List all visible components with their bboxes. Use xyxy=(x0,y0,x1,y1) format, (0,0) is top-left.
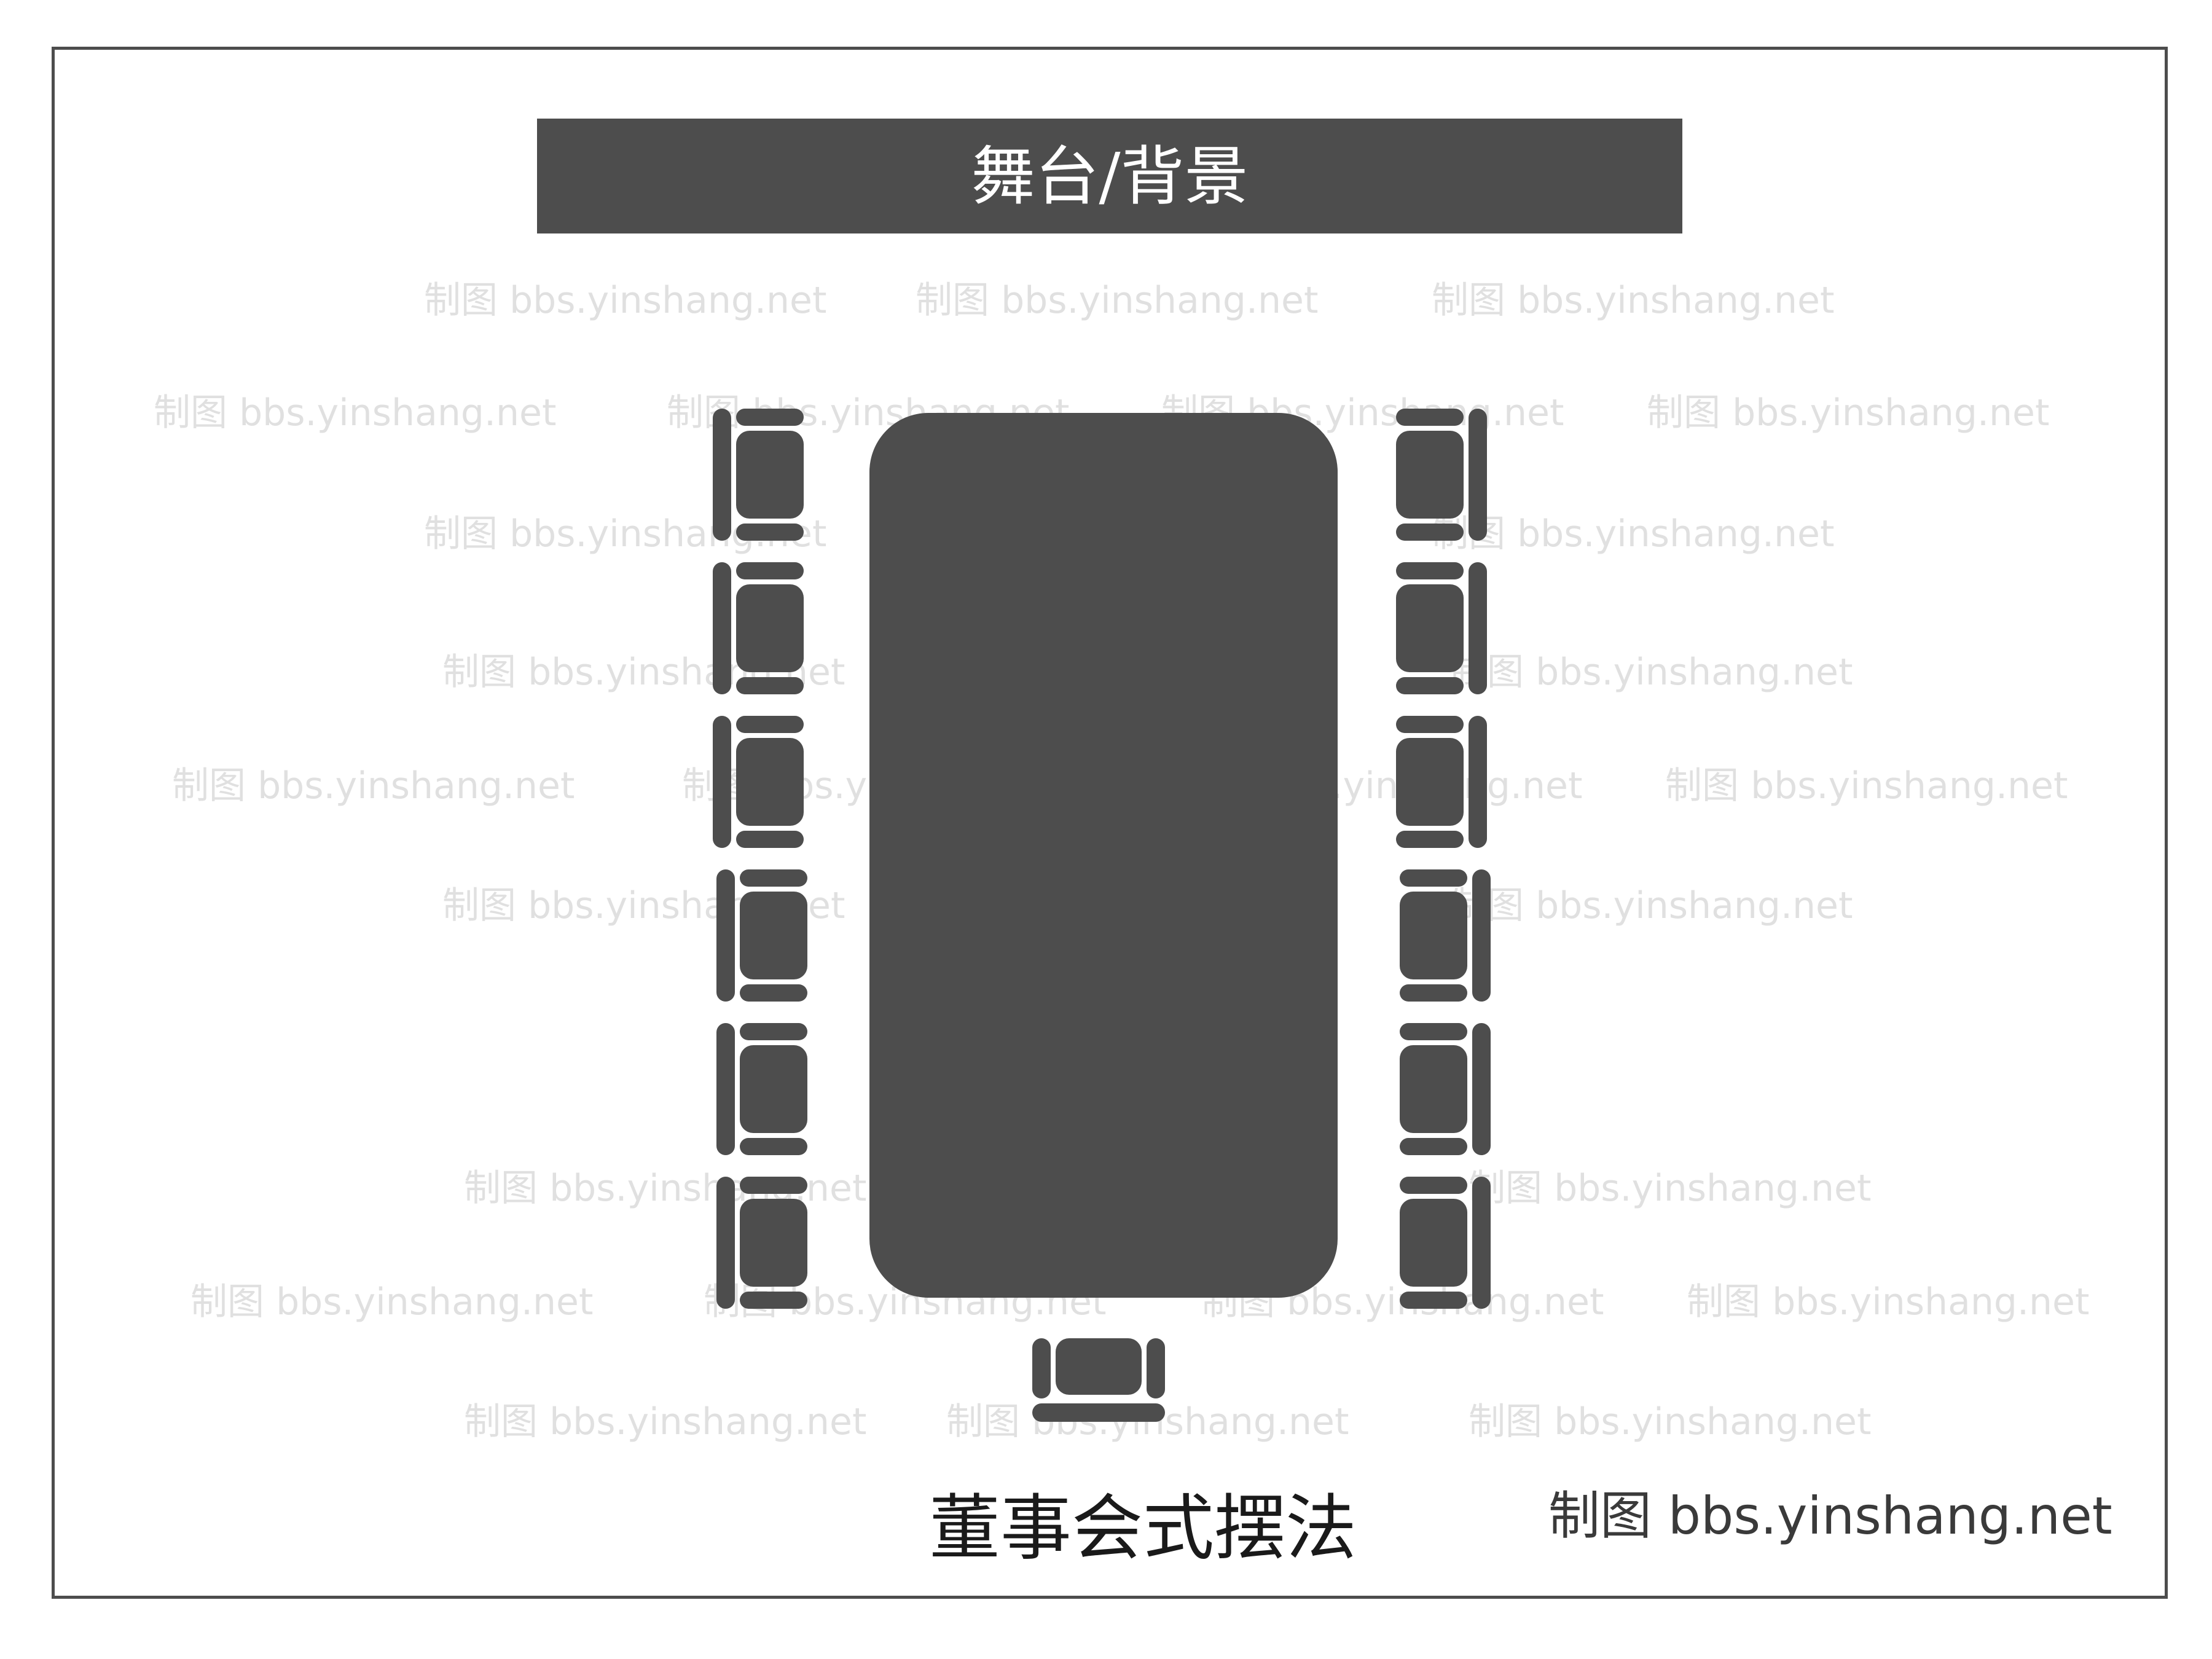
watermark: 制图 bbs.yinshang.net xyxy=(464,1400,867,1443)
credit-text: 制图 bbs.yinshang.net xyxy=(1548,1486,2112,1546)
stage-backdrop: 舞台/背景 xyxy=(537,119,1682,233)
watermark: 制图 bbs.yinshang.net xyxy=(424,279,827,322)
watermark: 制图 bbs.yinshang.net xyxy=(1432,279,1835,322)
right-chair-5 xyxy=(1400,1023,1491,1155)
stage-label: 舞台/背景 xyxy=(971,138,1249,214)
watermark: 制图 bbs.yinshang.net xyxy=(154,391,557,434)
diagram-frame xyxy=(52,47,2168,1599)
right-chair-6 xyxy=(1400,1177,1491,1309)
left-chair-1 xyxy=(713,409,804,541)
left-chair-4 xyxy=(716,869,807,1002)
watermark: 制图 bbs.yinshang.net xyxy=(1687,1281,2090,1324)
right-chair-4 xyxy=(1400,869,1491,1002)
watermark: 制图 bbs.yinshang.net xyxy=(1432,512,1835,555)
watermark: 制图 bbs.yinshang.net xyxy=(172,764,575,807)
left-chair-5 xyxy=(716,1023,807,1155)
watermark: 制图 bbs.yinshang.net xyxy=(916,279,1319,322)
watermark: 制图 bbs.yinshang.net xyxy=(1469,1400,1872,1443)
right-chair-3 xyxy=(1396,716,1487,848)
right-chair-1 xyxy=(1396,409,1487,541)
watermark: 制图 bbs.yinshang.net xyxy=(1647,391,2050,434)
watermark: 制图 bbs.yinshang.net xyxy=(190,1281,594,1324)
watermark: 制图 bbs.yinshang.net xyxy=(1450,651,1853,694)
left-chair-3 xyxy=(713,716,804,848)
left-chair-2 xyxy=(713,562,804,694)
watermark: 制图 bbs.yinshang.net xyxy=(1450,884,1853,927)
head-chair xyxy=(1032,1338,1165,1422)
watermark: 制图 bbs.yinshang.net xyxy=(1665,764,2068,807)
right-chair-2 xyxy=(1396,562,1487,694)
conference-table xyxy=(869,413,1338,1298)
watermark: 制图 bbs.yinshang.net xyxy=(1469,1167,1872,1210)
left-chair-6 xyxy=(716,1177,807,1309)
diagram-title: 董事会式摆法 xyxy=(929,1487,1357,1570)
